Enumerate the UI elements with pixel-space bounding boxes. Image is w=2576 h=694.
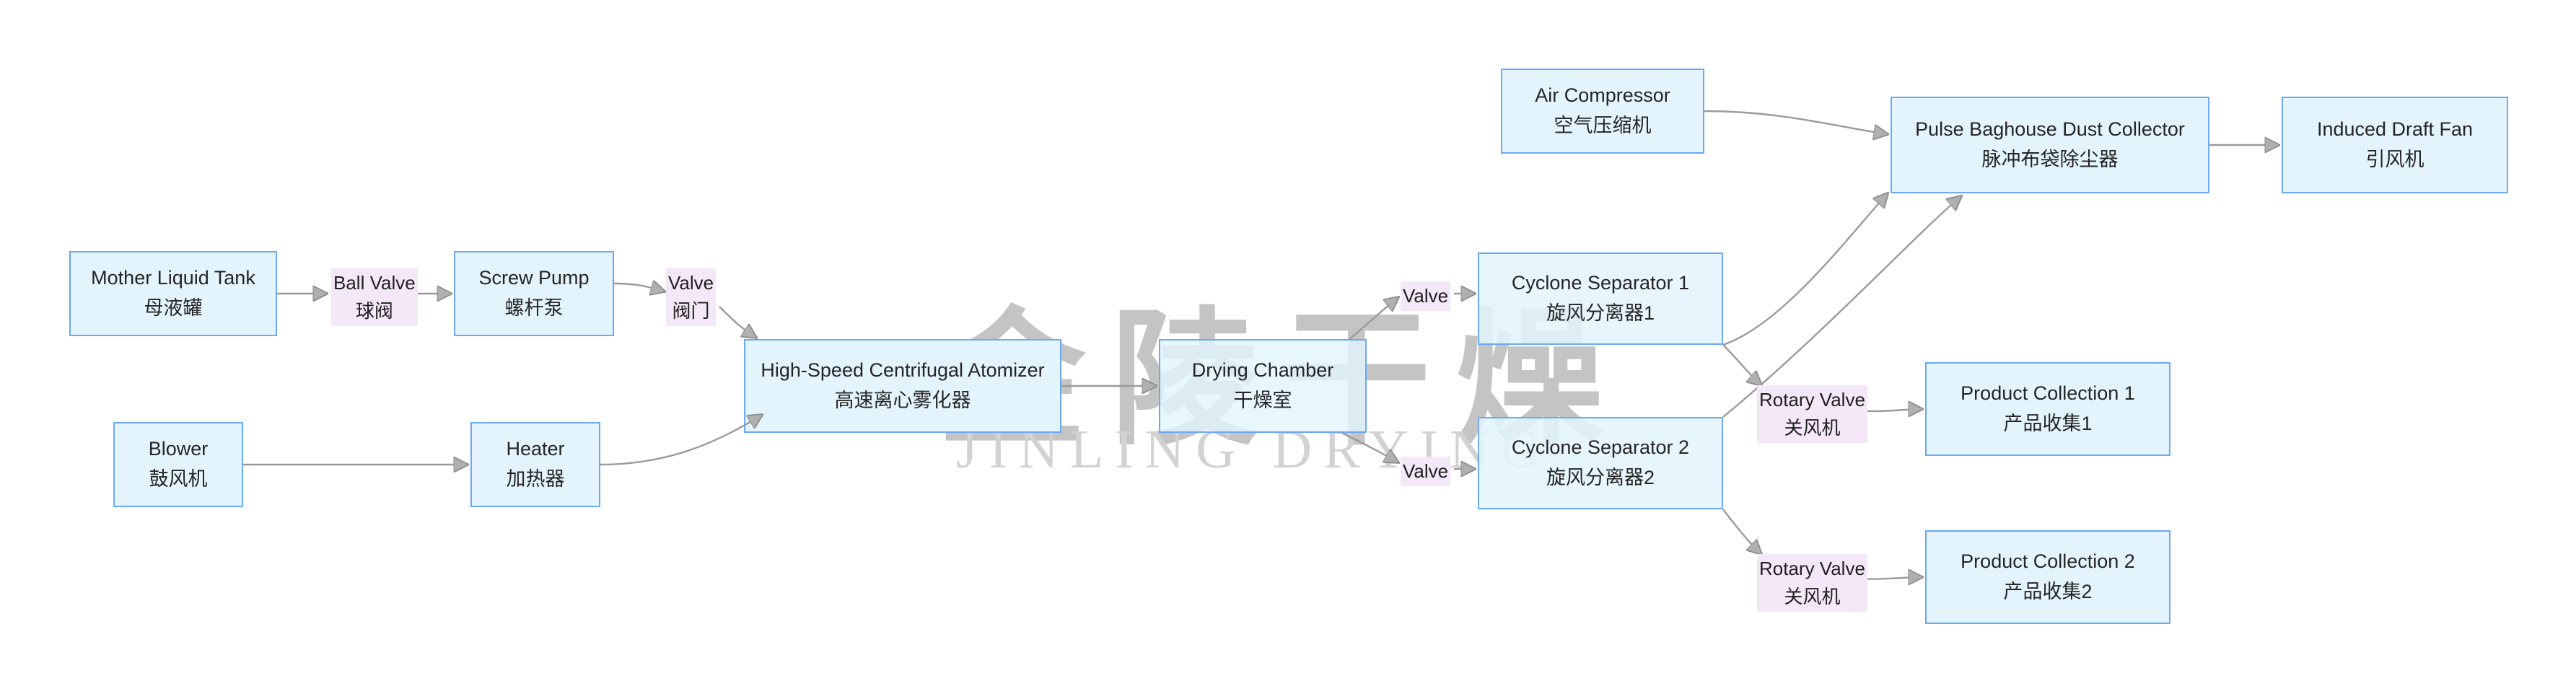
node-label-zh: 引风机 <box>2365 149 2424 170</box>
node-label-zh: 鼓风机 <box>149 468 208 490</box>
node-label-zh: 螺杆泵 <box>504 297 564 319</box>
node-label-zh: 产品收集2 <box>2003 581 2093 602</box>
edge-label-en: Ball Valve <box>333 272 416 294</box>
node-label-zh: 母液罐 <box>144 297 203 319</box>
edge-label-zh: 阀门 <box>672 300 710 322</box>
node-label-en: Screw Pump <box>478 267 590 289</box>
edge-chamber-to-valve1 <box>1349 297 1398 340</box>
node-label-en: High-Speed Centrifugal Atomizer <box>761 359 1045 382</box>
edge-pump-to-valve <box>613 284 665 291</box>
edge-cyclone1-to-dust-collector <box>1722 193 1888 346</box>
node-label-zh: 产品收集1 <box>2003 413 2093 434</box>
node-label-en: Drying Chamber <box>1191 359 1334 382</box>
node-product-collection-1[interactable]: Product Collection 1 产品收集1 <box>1925 362 2170 456</box>
node-label-en: Product Collection 1 <box>1961 382 2135 405</box>
node-label-en: Blower <box>148 438 209 460</box>
edge-heater-to-atomizer <box>600 415 762 466</box>
edge-label-en: Rotary Valve <box>1759 558 1865 579</box>
edge-label-en: Valve <box>1403 285 1449 307</box>
edge-label-en: Rotary Valve <box>1759 389 1865 410</box>
node-label-en: Air Compressor <box>1535 84 1670 107</box>
edge-chamber-to-valve2 <box>1341 431 1398 462</box>
node-label-zh: 旋风分离器2 <box>1546 467 1655 488</box>
node-product-collection-2[interactable]: Product Collection 2 产品收集2 <box>1925 530 2170 624</box>
edge-cyclone2-to-rotaryvalve2 <box>1722 509 1761 554</box>
node-label-zh: 空气压缩机 <box>1554 115 1652 136</box>
edge-label-valve-pump-to-atomizer: Valve 阀门 <box>666 268 717 326</box>
node-label-en: Product Collection 2 <box>1961 550 2135 573</box>
edge-label-zh: 关风机 <box>1784 417 1841 439</box>
edge-label-rotary-valve-1: Rotary Valve 关风机 <box>1757 385 1867 443</box>
edge-label-valve-chamber-to-cyclone2: Valve <box>1401 457 1451 486</box>
edge-label-zh: 关风机 <box>1784 586 1841 607</box>
edge-label-zh: 球阀 <box>355 300 393 322</box>
node-label-zh: 高速离心雾化器 <box>834 390 971 411</box>
node-cyclone-separator-2[interactable]: Cyclone Separator 2 旋风分离器2 <box>1478 417 1723 509</box>
node-label-zh: 脉冲布袋除尘器 <box>1981 149 2119 170</box>
edge-label-en: Valve <box>668 272 714 294</box>
edge-cyclone1-to-rotaryvalve1 <box>1722 344 1761 385</box>
node-screw-pump[interactable]: Screw Pump 螺杆泵 <box>454 251 614 336</box>
edge-compressor-to-dust-collector <box>1704 110 1888 134</box>
node-label-en: Pulse Baghouse Dust Collector <box>1915 118 2185 141</box>
node-air-compressor[interactable]: Air Compressor 空气压缩机 <box>1501 69 1704 154</box>
node-cyclone-separator-1[interactable]: Cyclone Separator 1 旋风分离器1 <box>1478 252 1723 345</box>
node-drying-chamber[interactable]: Drying Chamber 干燥室 <box>1159 339 1367 433</box>
edge-valve-to-atomizer <box>719 306 756 338</box>
node-high-speed-centrifugal-atomizer[interactable]: High-Speed Centrifugal Atomizer 高速离心雾化器 <box>744 339 1061 433</box>
edge-label-rotary-valve-2: Rotary Valve 关风机 <box>1757 554 1867 612</box>
node-label-zh: 干燥室 <box>1233 390 1292 411</box>
node-induced-draft-fan[interactable]: Induced Draft Fan 引风机 <box>2282 97 2508 193</box>
node-label-zh: 加热器 <box>506 468 565 490</box>
edge-label-valve-chamber-to-cyclone1: Valve <box>1401 281 1451 311</box>
node-heater[interactable]: Heater 加热器 <box>470 422 600 507</box>
edge-label-ball-valve: Ball Valve 球阀 <box>331 268 418 326</box>
node-pulse-baghouse-dust-collector[interactable]: Pulse Baghouse Dust Collector 脉冲布袋除尘器 <box>1891 97 2209 193</box>
node-blower[interactable]: Blower 鼓风机 <box>113 422 243 507</box>
node-label-en: Cyclone Separator 2 <box>1511 436 1690 459</box>
node-label-en: Induced Draft Fan <box>2316 118 2474 141</box>
node-label-zh: 旋风分离器1 <box>1546 302 1655 324</box>
node-mother-liquid-tank[interactable]: Mother Liquid Tank 母液罐 <box>69 251 277 336</box>
node-label-en: Heater <box>506 438 565 460</box>
node-label-en: Mother Liquid Tank <box>91 267 255 289</box>
edge-label-en: Valve <box>1403 460 1449 482</box>
node-label-en: Cyclone Separator 1 <box>1511 272 1690 294</box>
